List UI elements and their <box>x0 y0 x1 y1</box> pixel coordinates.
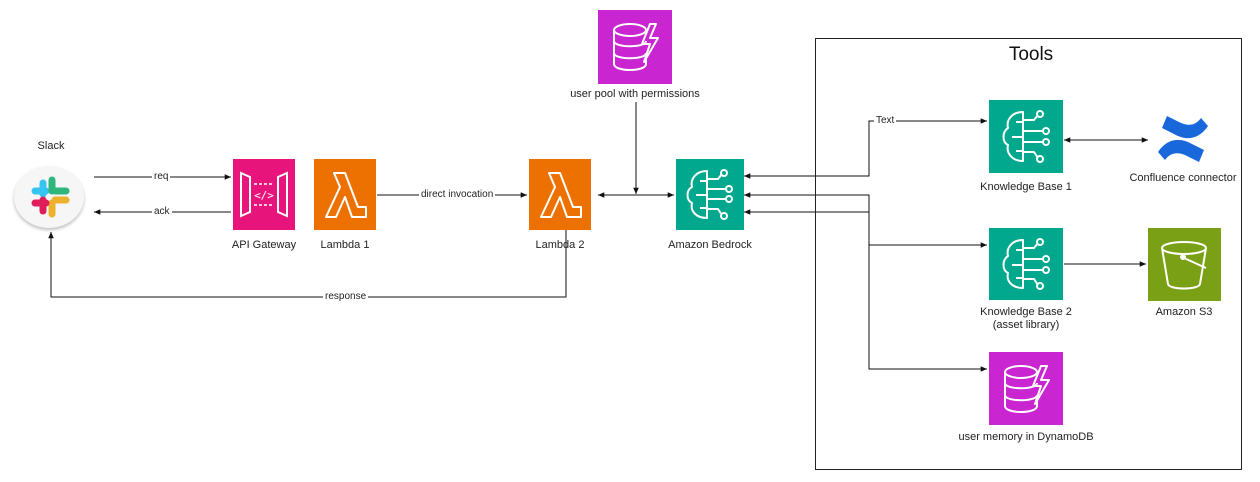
edge-text-kb1 <box>744 118 987 179</box>
slack-label: Slack <box>37 140 65 152</box>
slack-logo-icon <box>31 176 70 218</box>
kb2-node[interactable] <box>989 228 1063 300</box>
dynamodb-icon <box>598 10 672 84</box>
confluence-logo-icon <box>1158 116 1208 162</box>
edge-label-direct-invocation: direct invocation <box>419 189 496 201</box>
user-pool-node[interactable] <box>598 10 672 84</box>
lambda1-node[interactable] <box>314 159 376 230</box>
bedrock-icon <box>989 228 1063 300</box>
user-memory-node[interactable] <box>989 352 1063 425</box>
tools-group-title: Tools <box>1008 44 1054 65</box>
api-gateway-icon: </> <box>233 159 295 230</box>
api-gateway-label: API Gateway <box>231 239 297 251</box>
bedrock-node[interactable] <box>676 159 744 230</box>
kb1-node[interactable] <box>989 100 1063 173</box>
user-memory-label: user memory in DynamoDB <box>958 431 1094 443</box>
bedrock-icon <box>676 159 744 230</box>
lambda2-node[interactable] <box>529 159 591 230</box>
kb2-label-line2: (asset library) <box>992 319 1060 331</box>
dynamodb-icon <box>989 352 1063 425</box>
lambda2-label: Lambda 2 <box>535 239 585 251</box>
lambda-icon <box>314 159 376 230</box>
s3-label: Amazon S3 <box>1155 306 1213 318</box>
edge-bedrock-memory <box>744 209 987 372</box>
s3-node[interactable] <box>1148 228 1221 301</box>
slack-node[interactable] <box>14 166 84 228</box>
edge-response <box>48 228 567 298</box>
user-pool-label: user pool with permissions <box>570 88 700 100</box>
edge-label-text: Text <box>874 115 897 127</box>
edge-label-response: response <box>323 291 369 303</box>
confluence-label: Confluence connector <box>1129 172 1237 184</box>
kb1-label: Knowledge Base 1 <box>980 181 1072 193</box>
edge-label-ack: ack <box>152 206 172 218</box>
bedrock-label: Amazon Bedrock <box>668 239 752 251</box>
s3-bucket-icon <box>1148 228 1221 301</box>
lambda1-label: Lambda 1 <box>320 239 370 251</box>
kb2-label-line1: Knowledge Base 2 <box>980 306 1072 318</box>
bedrock-icon <box>989 100 1063 173</box>
api-gateway-node[interactable]: </> <box>233 159 295 230</box>
edge-label-req: req <box>152 171 171 183</box>
tools-group-box <box>815 38 1242 470</box>
svg-text:</>: </> <box>254 189 274 202</box>
lambda-icon <box>529 159 591 230</box>
confluence-node[interactable] <box>1152 108 1214 170</box>
